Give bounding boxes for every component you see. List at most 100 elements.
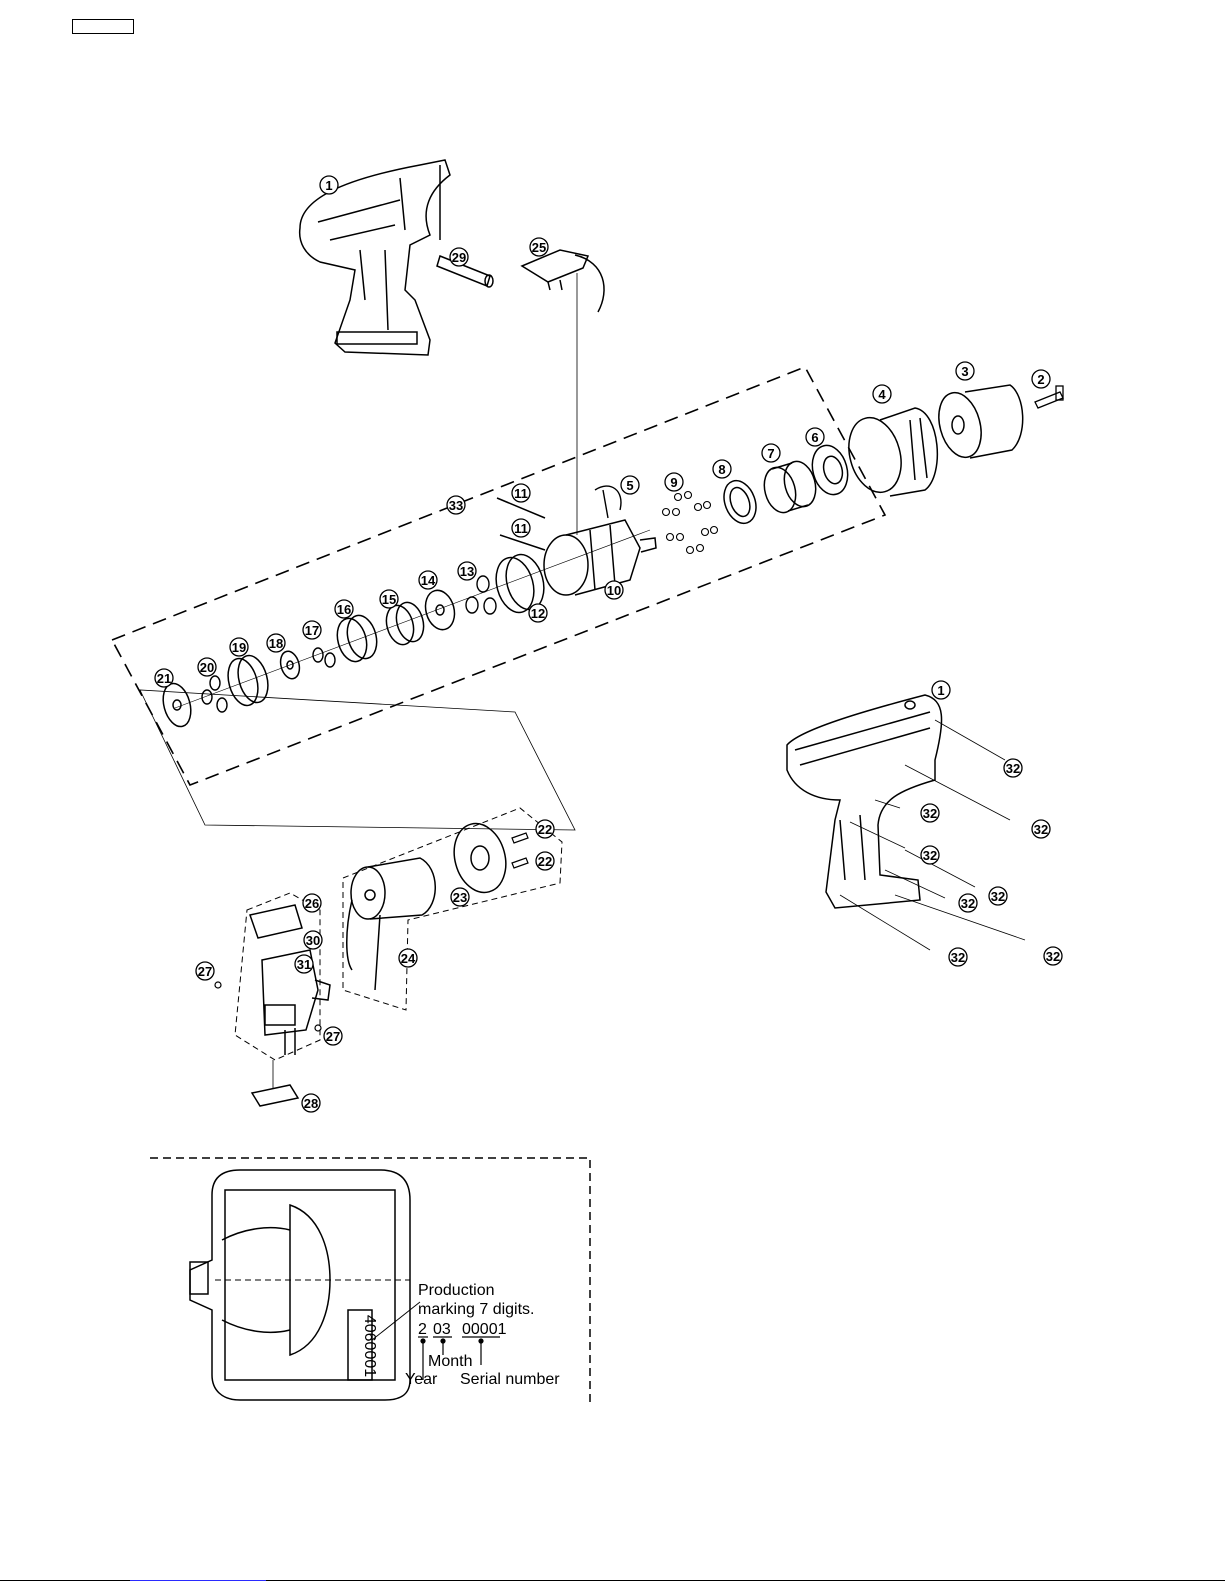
callout-13: 13 <box>458 562 476 580</box>
production-line-1: Production <box>418 1282 495 1299</box>
svg-text:23: 23 <box>453 890 467 905</box>
svg-text:32: 32 <box>923 806 937 821</box>
callout-1: 1 <box>320 176 338 194</box>
callout-33: 33 <box>447 496 465 514</box>
callout-30: 30 <box>304 931 322 949</box>
callout-32h: 32 <box>949 948 967 966</box>
svg-text:10: 10 <box>607 583 621 598</box>
screws-22-part <box>512 833 528 868</box>
callout-5: 5 <box>621 476 639 494</box>
callout-27a: 27 <box>196 962 214 980</box>
year-label: Year <box>405 1371 438 1388</box>
svg-text:15: 15 <box>382 592 396 607</box>
callout-6: 6 <box>806 428 824 446</box>
svg-text:8: 8 <box>718 462 725 477</box>
callout-12: 12 <box>529 604 547 622</box>
svg-text:32: 32 <box>1034 822 1048 837</box>
assembly-link-outline <box>140 690 575 830</box>
marking-leader-line <box>372 1302 420 1340</box>
callout-10: 10 <box>605 581 623 599</box>
month-digits: 03 <box>433 1321 451 1338</box>
callout-32e: 32 <box>989 887 1007 905</box>
callout-11a: 11 <box>512 484 530 502</box>
callout-22b: 22 <box>536 852 554 870</box>
callout-32c: 32 <box>1032 820 1050 838</box>
clutch-nut-part <box>807 441 853 498</box>
production-line-2: marking 7 digits. <box>418 1301 535 1318</box>
switch-cover-part <box>250 905 302 938</box>
svg-text:32: 32 <box>1046 949 1060 964</box>
svg-text:19: 19 <box>232 640 246 655</box>
svg-text:22: 22 <box>538 854 552 869</box>
svg-text:2: 2 <box>1037 372 1044 387</box>
svg-text:11: 11 <box>514 486 528 501</box>
footer-link-underline[interactable] <box>130 1580 266 1581</box>
callout-28: 28 <box>302 1094 320 1112</box>
svg-text:32: 32 <box>991 889 1005 904</box>
svg-text:13: 13 <box>460 564 474 579</box>
screws-32-part <box>840 720 1025 950</box>
month-label: Month <box>428 1353 472 1370</box>
svg-text:32: 32 <box>923 848 937 863</box>
callout-21: 21 <box>155 669 173 687</box>
screws-27-part <box>215 982 321 1031</box>
callout-15: 15 <box>380 590 398 608</box>
callout-4: 4 <box>873 385 891 403</box>
svg-text:32: 32 <box>951 950 965 965</box>
callout-32b: 32 <box>921 804 939 822</box>
production-stamp: 4060001 <box>361 1315 378 1377</box>
callout-11b: 11 <box>512 519 530 537</box>
svg-text:1: 1 <box>325 178 332 193</box>
callout-24: 24 <box>399 949 417 967</box>
svg-text:27: 27 <box>326 1029 340 1044</box>
callout-2: 2 <box>1032 370 1050 388</box>
callout-markers: 1 29 25 2 3 4 5 6 7 8 9 10 11 11 12 13 1… <box>155 176 1062 1112</box>
callout-26: 26 <box>303 894 321 912</box>
svg-text:6: 6 <box>811 430 818 445</box>
washer-14-part <box>421 587 458 633</box>
svg-text:3: 3 <box>961 364 968 379</box>
callout-16: 16 <box>335 600 353 618</box>
assembled-housing-part <box>787 695 942 908</box>
callout-8: 8 <box>713 460 731 478</box>
callout-1b: 1 <box>932 681 950 699</box>
svg-text:16: 16 <box>337 602 351 617</box>
callout-9: 9 <box>665 473 683 491</box>
svg-text:28: 28 <box>304 1096 318 1111</box>
svg-text:26: 26 <box>305 896 319 911</box>
callout-32f: 32 <box>959 894 977 912</box>
callout-17: 17 <box>303 621 321 639</box>
washer-8-part <box>718 476 761 528</box>
svg-text:32: 32 <box>961 896 975 911</box>
svg-text:14: 14 <box>421 573 436 588</box>
plate-21-part <box>159 680 196 729</box>
callout-3: 3 <box>956 362 974 380</box>
ring-7-part <box>760 458 821 516</box>
callout-32g: 32 <box>1044 947 1062 965</box>
gearbox-assembly-outline <box>112 367 885 785</box>
callout-32a: 32 <box>1004 759 1022 777</box>
svg-text:32: 32 <box>1006 761 1020 776</box>
svg-text:25: 25 <box>532 240 546 255</box>
svg-text:20: 20 <box>200 660 214 675</box>
year-digit: 2 <box>418 1321 427 1338</box>
gear-case-part <box>544 520 656 595</box>
svg-text:17: 17 <box>305 623 319 638</box>
serial-digits: 00001 <box>462 1321 507 1338</box>
gear-16-part <box>333 612 381 665</box>
callout-25: 25 <box>530 238 548 256</box>
chuck-part <box>932 385 1023 462</box>
svg-text:4: 4 <box>878 387 886 402</box>
callout-29: 29 <box>450 248 468 266</box>
callout-7: 7 <box>762 444 780 462</box>
clutch-handle-part <box>841 408 937 498</box>
svg-text:12: 12 <box>531 606 545 621</box>
svg-text:1: 1 <box>937 683 944 698</box>
svg-text:7: 7 <box>767 446 774 461</box>
callout-14: 14 <box>419 571 437 589</box>
callout-23: 23 <box>451 888 469 906</box>
callout-32d: 32 <box>921 846 939 864</box>
svg-text:30: 30 <box>306 933 320 948</box>
